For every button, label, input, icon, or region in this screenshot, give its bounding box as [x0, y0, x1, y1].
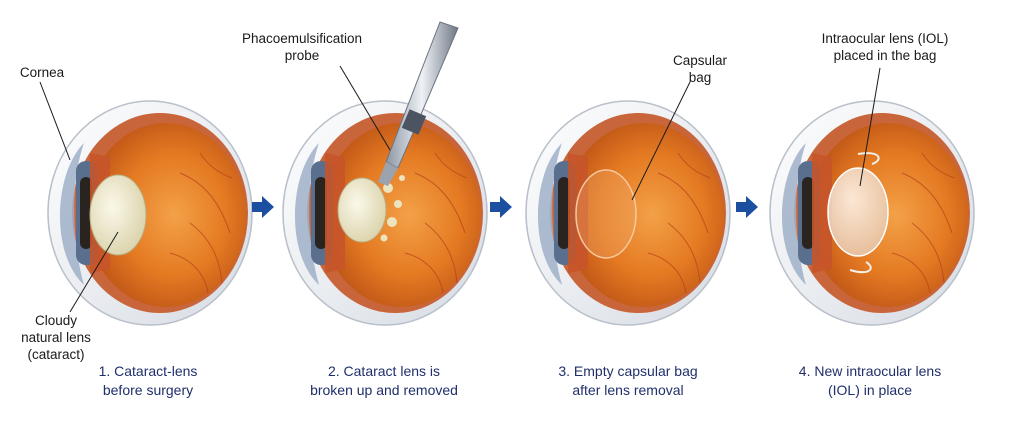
step-caption-4: 4. New intraocular lens (IOL) in place	[798, 363, 942, 398]
bag-leader	[631, 81, 691, 201]
step-caption-1: 1. Cataract-lens before surgery	[98, 363, 198, 398]
label-capsular-bag: Capsular bag	[672, 53, 728, 85]
fragmented-lens	[337, 177, 387, 243]
eye-1-before-surgery	[39, 81, 253, 326]
label-cloudy-lens: Cloudy natural lens (cataract)	[21, 313, 91, 362]
cornea-leader	[39, 81, 71, 161]
intraocular-lens	[827, 167, 889, 257]
right-arrow-icon	[736, 196, 758, 218]
step-caption-2: 2. Cataract lens is broken up and remove…	[310, 363, 458, 398]
right-arrow-icon	[252, 196, 274, 218]
cloudy-lens	[89, 174, 147, 256]
right-arrow-icon	[490, 196, 512, 218]
label-iol: Intraocular lens (IOL) placed in the bag	[821, 31, 949, 63]
capsular-bag	[575, 169, 637, 259]
eye-4-iol-in-place	[769, 67, 975, 326]
probe-icon	[378, 21, 459, 186]
eye-3-empty-bag	[525, 81, 731, 326]
cataract-leader	[69, 231, 119, 313]
label-cornea: Cornea	[19, 65, 65, 80]
iol-leader	[859, 67, 881, 187]
label-probe: Phacoemulsification probe	[241, 31, 363, 63]
step-caption-3: 3. Empty capsular bag after lens removal	[558, 363, 698, 398]
probe-leader	[339, 65, 391, 151]
eye-2-phaco-removal	[282, 21, 488, 326]
